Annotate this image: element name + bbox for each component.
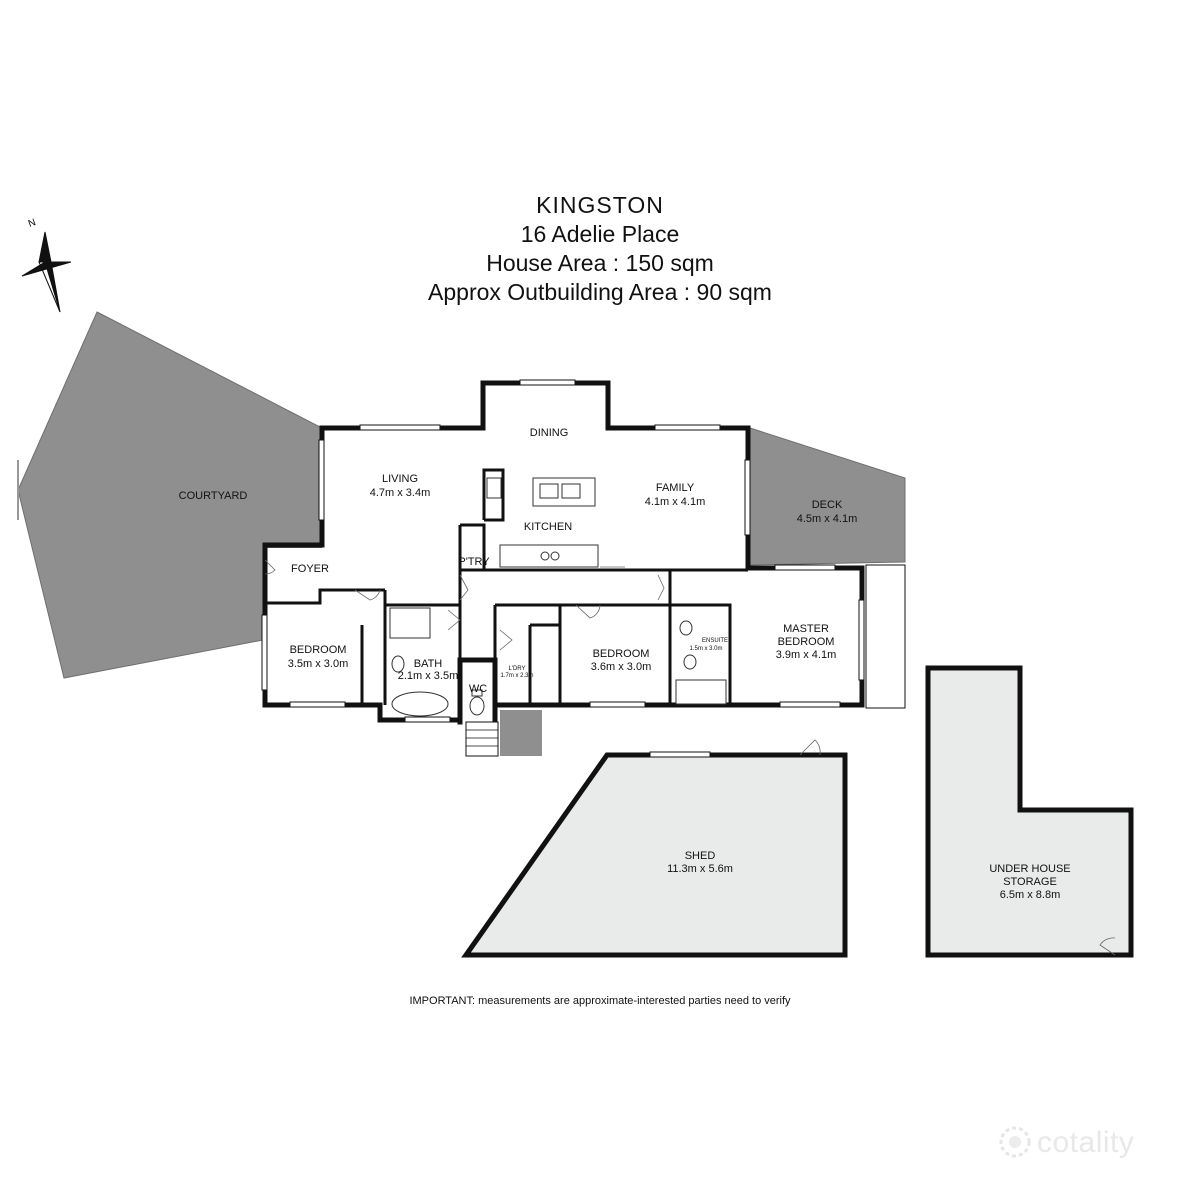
bath-label: BATH — [414, 658, 443, 670]
disclaimer: IMPORTANT: measurements are approximate-… — [0, 995, 1200, 1007]
storage-size: 6.5m x 8.8m — [1000, 889, 1061, 901]
laundry-size: 1.7m x 2.3m — [500, 673, 533, 679]
living-size: 4.7m x 3.4m — [370, 487, 431, 499]
bedroom2-size: 3.6m x 3.0m — [591, 661, 652, 673]
kitchen-fixtures — [486, 477, 599, 568]
family-size: 4.1m x 4.1m — [645, 496, 706, 508]
brand-watermark: cotality — [995, 1118, 1175, 1168]
compass-icon: N — [21, 217, 72, 313]
kitchen-label: KITCHEN — [524, 521, 572, 533]
outbuilding-area: Approx Outbuilding Area : 90 sqm — [428, 279, 772, 305]
master-size: 3.9m x 4.1m — [776, 649, 837, 661]
bath-fixtures — [389, 607, 727, 717]
cotality-logo-icon — [999, 1126, 1031, 1158]
master-label-line2: BEDROOM — [778, 636, 835, 648]
shed-outbuilding: SHED 11.3m x 5.6m — [461, 739, 848, 958]
compass-north-label: N — [27, 217, 38, 230]
deck-label: DECK — [812, 499, 843, 511]
storage-label-line2: STORAGE — [1003, 876, 1057, 888]
windows — [261, 379, 865, 723]
ensuite-label: ENSUITE — [702, 638, 728, 644]
family-label: FAMILY — [656, 482, 695, 494]
ensuite-size: 1.5m x 3.0m — [689, 646, 722, 652]
master-label-line1: MASTER — [783, 623, 829, 635]
pantry-label: P'TRY — [458, 556, 490, 568]
bedroom2-label: BEDROOM — [593, 648, 650, 660]
house-area: House Area : 150 sqm — [486, 250, 714, 276]
wc-label: WC — [469, 683, 487, 695]
rear-steps — [465, 710, 542, 757]
shed-label: SHED — [685, 850, 716, 862]
bath-size: 2.1m x 3.5m — [398, 670, 459, 682]
foyer-label: FOYER — [291, 563, 329, 575]
plan-address: 16 Adelie Place — [520, 221, 680, 247]
side-stairs — [865, 564, 906, 709]
bedroom1-size: 3.5m x 3.0m — [288, 658, 349, 670]
dining-label: DINING — [530, 427, 569, 439]
deck-area: DECK 4.5m x 4.1m — [749, 427, 906, 566]
plan-suburb: KINGSTON — [536, 192, 664, 218]
deck-size: 4.5m x 4.1m — [797, 513, 858, 525]
brand-name: cotality — [1037, 1126, 1135, 1159]
disclaimer-text: : measurements are approximate-intereste… — [472, 995, 791, 1007]
bedroom1-label: BEDROOM — [290, 644, 347, 656]
shed-size: 11.3m x 5.6m — [667, 863, 733, 875]
living-label: LIVING — [382, 473, 418, 485]
under-house-storage: UNDER HOUSE STORAGE 6.5m x 8.8m — [925, 665, 1134, 958]
courtyard-label: COURTYARD — [179, 490, 248, 502]
disclaimer-bold: IMPORTANT — [409, 995, 472, 1007]
laundry-label: L'DRY — [508, 666, 525, 672]
doors — [264, 559, 665, 651]
storage-label-line1: UNDER HOUSE — [989, 863, 1070, 875]
